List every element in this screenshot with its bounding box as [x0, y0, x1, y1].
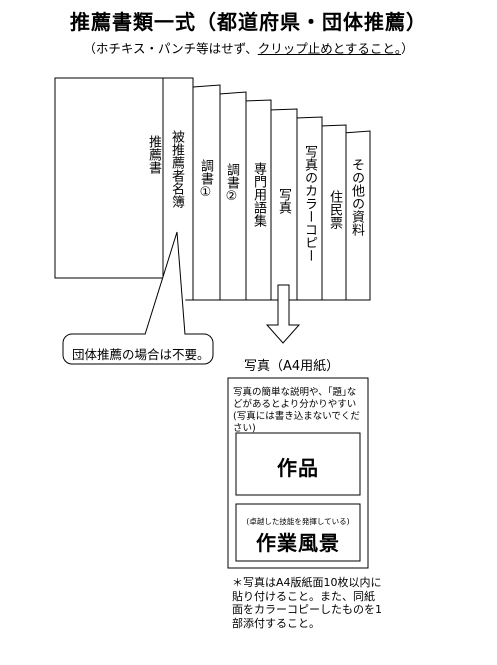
document-label-photo: 写真: [276, 188, 291, 214]
callout-text: 団体推薦の場合は不要。: [72, 347, 210, 362]
document-label-photo-copy: 写真のカラーコピー: [302, 145, 317, 262]
work-scene-label: 作業風景: [256, 531, 340, 555]
work-scene-hint: (卓越した技能を発揮している): [246, 517, 350, 526]
photo-sheet-description: 写真の簡単な説明や、｢題｣などがあるとより分かりやすい(写真には書き込まないでく…: [233, 387, 360, 434]
subtitle-prefix: （ホチキス・パンチ等はせず、: [83, 41, 258, 56]
subtitle-suffix: ）: [401, 41, 414, 56]
work-photo-box: [235, 432, 361, 496]
photo-sheet-caption: 写真（A4用紙）: [244, 359, 340, 374]
callout-bubble: [62, 333, 214, 365]
document-label-other-materials: その他の資料: [349, 158, 364, 236]
document-sheet-recommendation: [54, 77, 164, 279]
document-label-record-1: 調書①: [198, 159, 213, 200]
document-label-record-2: 調書②: [224, 163, 239, 204]
subtitle-underlined: クリップ止めとすること。: [257, 41, 402, 56]
down-arrow: [265, 284, 301, 344]
document-label-residence-cert: 住民票: [327, 190, 342, 229]
callout-pointer-edges: [144, 231, 186, 335]
work-scene-photo-box: [235, 503, 361, 562]
callout-pointer: [145, 232, 186, 335]
photo-sheet-note: ＊写真はA4版紙面10枚以内に貼り付けること。また、同紙面をカラーコピーしたもの…: [232, 576, 382, 630]
document-label-recommendation: 推薦書: [146, 135, 161, 174]
page-title: 推薦書類一式（都道府県・団体推薦）: [70, 10, 427, 34]
document-label-glossary: 専門用語集: [251, 162, 266, 227]
work-photo-label: 作品: [277, 456, 319, 480]
page-subtitle: （ホチキス・パンチ等はせず、クリップ止めとすること。）: [0, 38, 497, 57]
document-label-nominee-list: 被推薦者名簿: [169, 130, 184, 208]
